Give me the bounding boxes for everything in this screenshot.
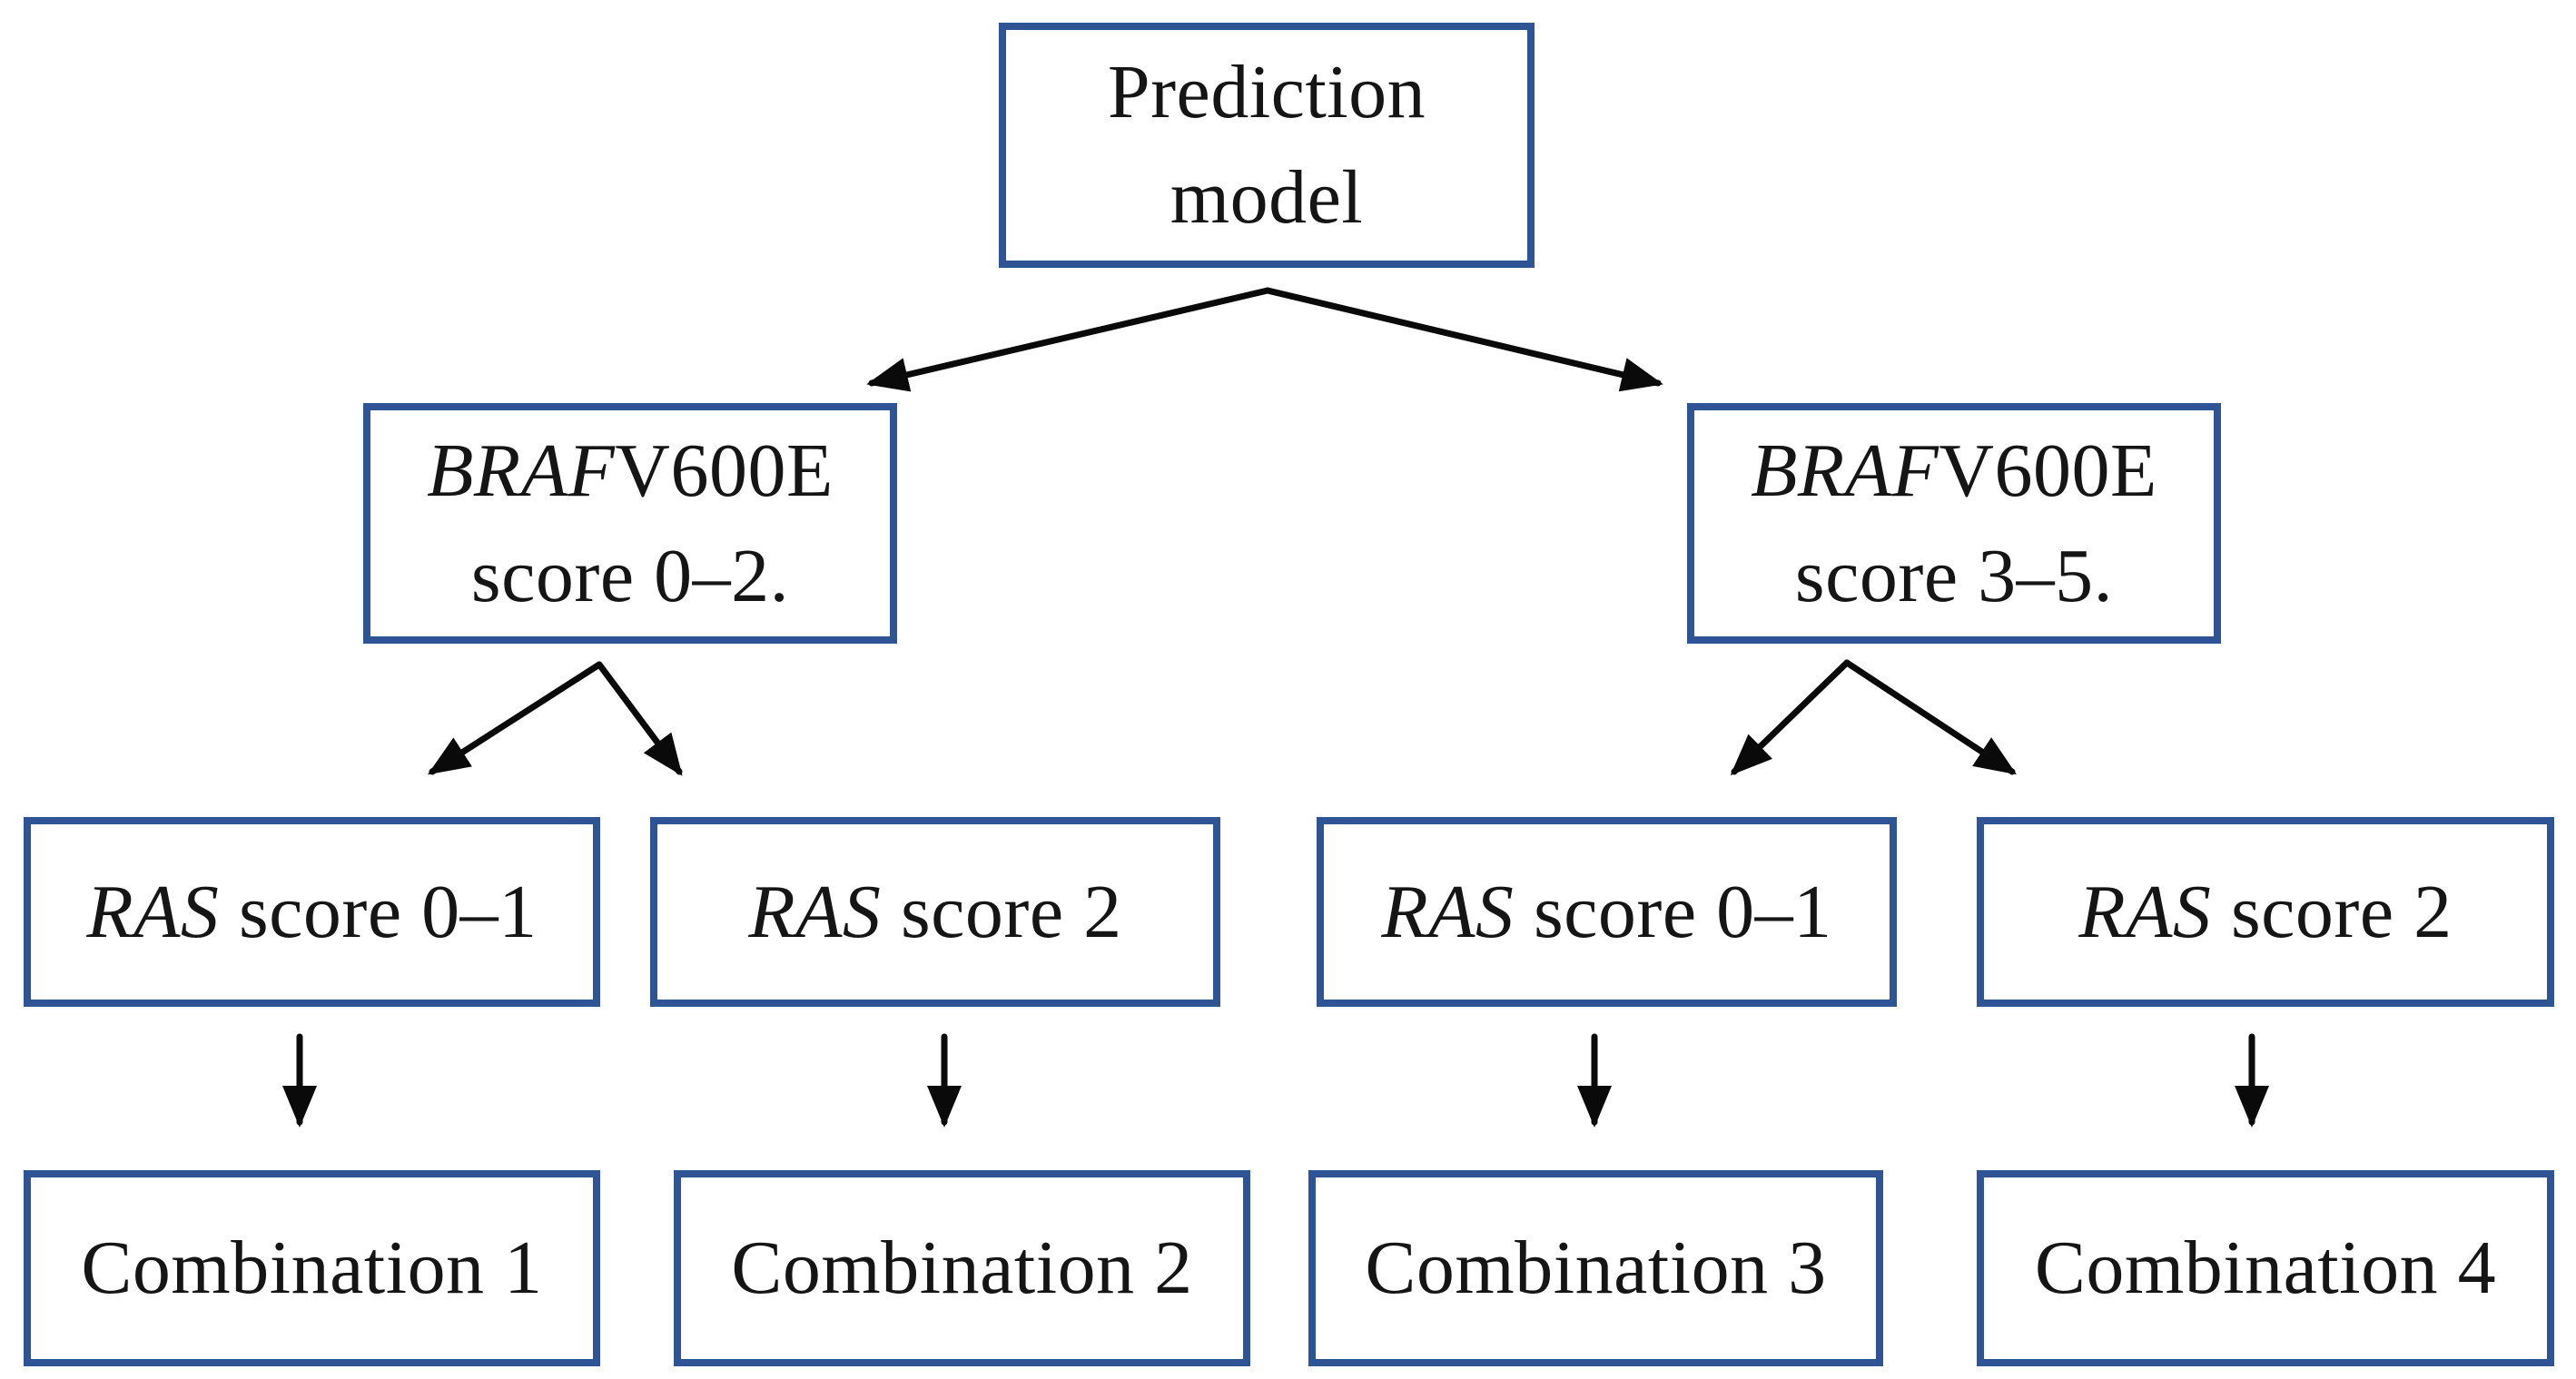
combination-label: Combination 4 [2034, 1226, 2497, 1311]
ras-label: RAS score 0–1 [86, 860, 537, 965]
braf-score-label: score 0–2. [470, 533, 790, 618]
ras-score-2-node-right: RAS score 2 [1977, 817, 2554, 1007]
combination-1-node: Combination 1 [24, 1170, 600, 1366]
braf-score-label: score 3–5. [1794, 533, 2114, 618]
arrow-braf-high-to-ras-0-1 [1730, 659, 1851, 776]
ras-score-2-node-left: RAS score 2 [650, 817, 1220, 1007]
ras-score-text: score 0–1 [219, 869, 538, 954]
ras-score-0-1-node-right: RAS score 0–1 [1317, 817, 1897, 1007]
braf-gene-suffix: V600E [615, 428, 834, 513]
ras-gene-italic: RAS [748, 869, 882, 954]
ras-gene-italic: RAS [2078, 869, 2212, 954]
ras-score-text: score 0–1 [1514, 869, 1832, 954]
braf-gene-label: BRAFV600E [1751, 419, 2157, 524]
ras-score-0-1-node-left: RAS score 0–1 [24, 817, 600, 1007]
ras-score-text: score 2 [881, 869, 1122, 954]
ras-label: RAS score 2 [2078, 860, 2452, 965]
arrow-braf-low-to-ras-2 [596, 661, 683, 776]
combination-label: Combination 2 [731, 1226, 1193, 1311]
arrow-root-to-braf-low [866, 287, 1271, 392]
arrow-root-to-braf-high [1264, 287, 1663, 392]
ras-label: RAS score 2 [748, 860, 1121, 965]
combination-label: Combination 1 [81, 1226, 543, 1311]
ras-score-text: score 2 [2211, 869, 2453, 954]
combination-4-node: Combination 4 [1977, 1170, 2554, 1366]
braf-score-3-5-node: BRAFV600E score 3–5. [1687, 403, 2221, 644]
prediction-model-node: Prediction model [999, 23, 1535, 268]
braf-gene-italic: BRAF [427, 428, 616, 513]
root-label-line1: Prediction [1107, 50, 1426, 135]
combination-2-node: Combination 2 [674, 1170, 1250, 1366]
combination-3-node: Combination 3 [1308, 1170, 1883, 1366]
ras-gene-italic: RAS [1381, 869, 1515, 954]
combination-label: Combination 3 [1365, 1226, 1827, 1311]
braf-gene-label: BRAFV600E [427, 419, 834, 524]
ras-label: RAS score 0–1 [1381, 860, 1831, 965]
ras-gene-italic: RAS [86, 869, 220, 954]
braf-score-0-2-node: BRAFV600E score 0–2. [363, 403, 897, 644]
braf-gene-suffix: V600E [1939, 428, 2157, 513]
arrow-braf-high-to-ras-2 [1843, 659, 2018, 775]
root-label-line2: model [1170, 155, 1364, 240]
arrow-braf-low-to-ras-0-1 [427, 661, 603, 775]
braf-gene-italic: BRAF [1751, 428, 1939, 513]
